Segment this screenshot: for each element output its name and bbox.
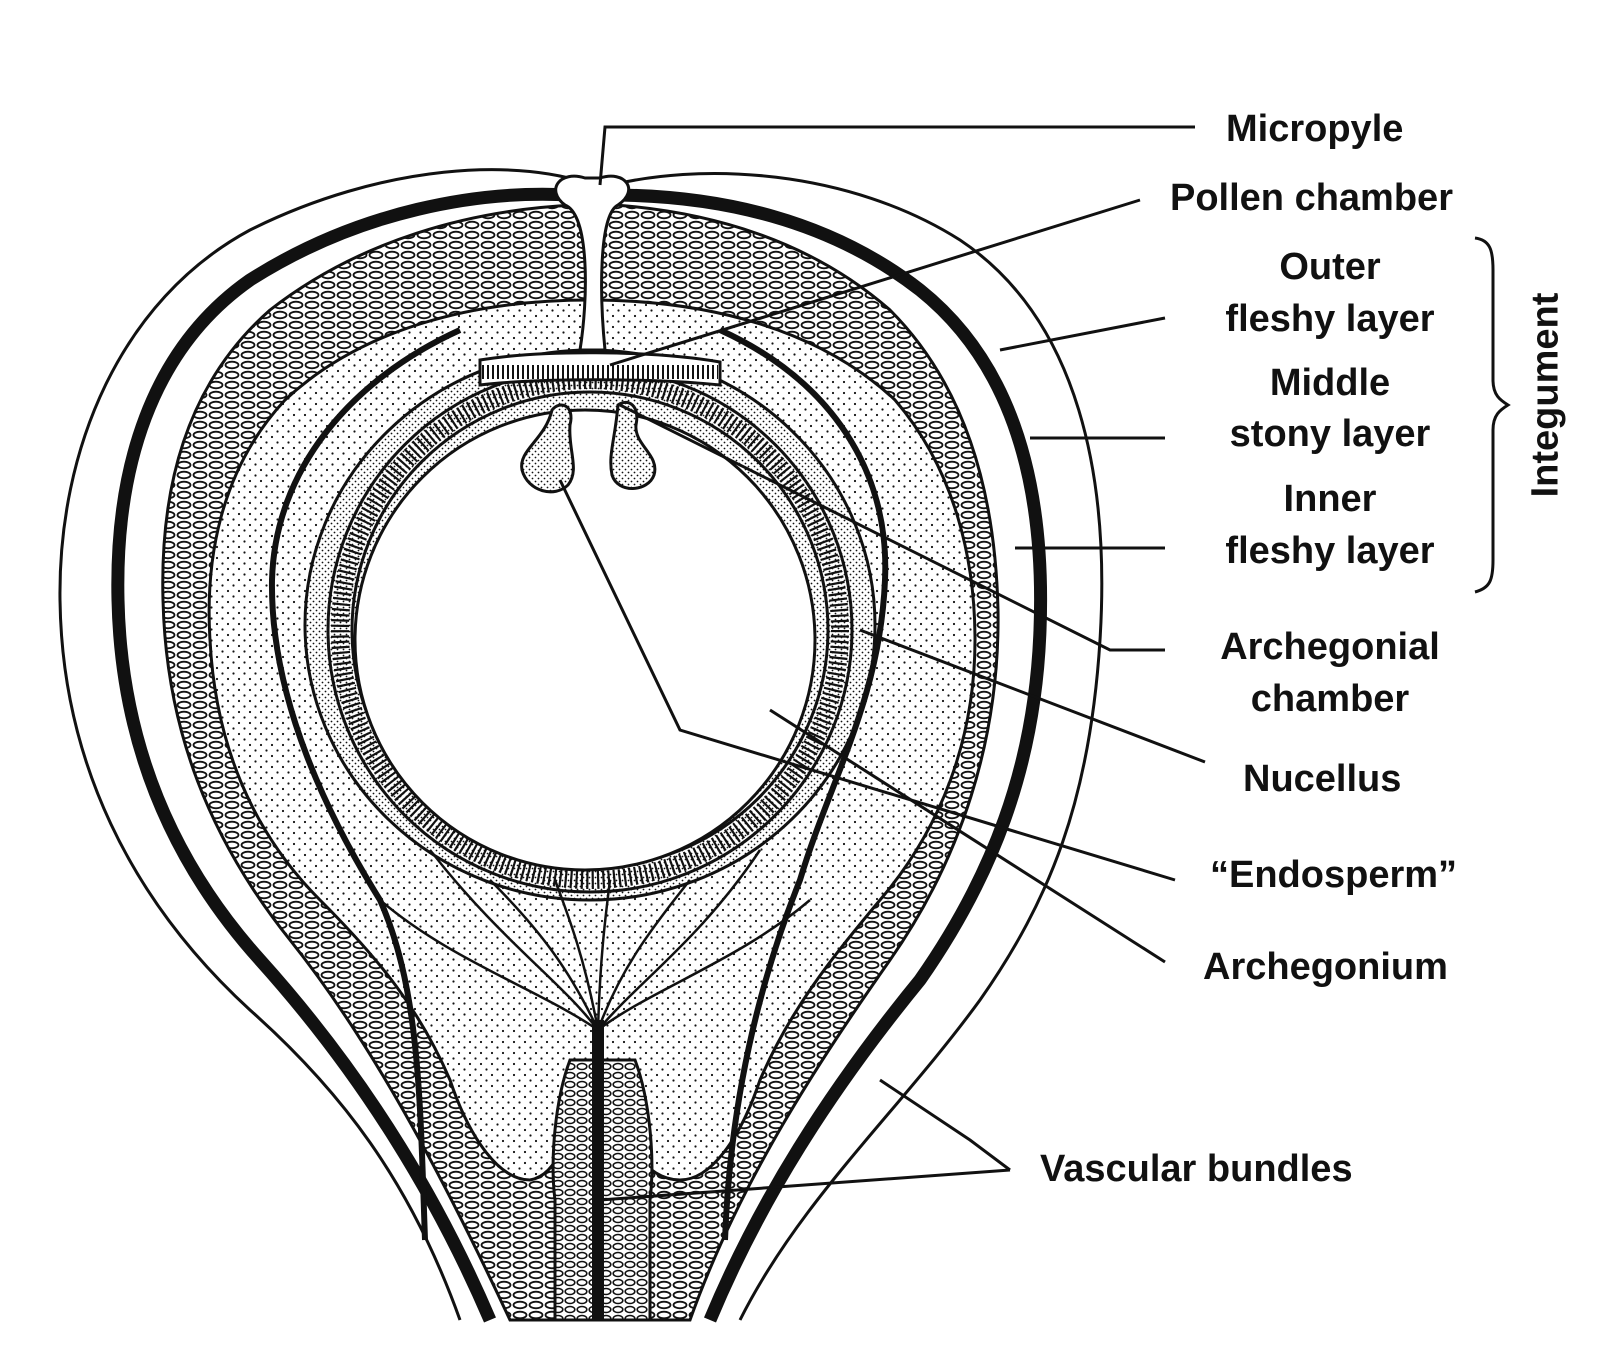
integument-brace <box>1474 236 1511 594</box>
leader-lines <box>558 125 1511 1202</box>
leader-archegonial-chamber <box>619 403 1165 652</box>
label-nucellus: Nucellus <box>1243 758 1402 800</box>
pollen-chamber <box>478 351 722 387</box>
label-pollen-chamber: Pollen chamber <box>1170 177 1453 219</box>
label-vascular-bundles: Vascular bundles <box>1040 1148 1353 1190</box>
leader-outer-fleshy <box>999 316 1166 352</box>
vascular-bundle-left <box>268 327 462 1241</box>
outer-fleshy-layer <box>58 168 1104 1321</box>
label-endosperm: “Endosperm” <box>1210 854 1458 896</box>
label-integument: Integument <box>1524 292 1567 498</box>
leader-vascular-bundles-2 <box>599 1168 1011 1202</box>
vascular-bundle-right <box>718 327 889 1241</box>
archegonium-left <box>520 403 575 494</box>
leader-vascular-bundles <box>879 1078 1011 1172</box>
leader-endosperm <box>558 479 1176 882</box>
archegonial-chamber <box>353 408 817 872</box>
label-inner-fleshy-2: fleshy layer <box>1225 530 1435 572</box>
label-middle-stony-1: Middle <box>1269 362 1391 404</box>
label-archegonial-1: Archegonial <box>1220 626 1440 668</box>
middle-stony-layer <box>111 187 1048 1323</box>
label-outer-fleshy-1: Outer <box>1279 246 1381 288</box>
leader-archegonium <box>769 708 1166 964</box>
micropyle-canal <box>554 174 631 352</box>
label-inner-fleshy-1: Inner <box>1283 478 1377 520</box>
label-outer-fleshy-2: fleshy layer <box>1225 298 1435 340</box>
leader-micropyle <box>598 125 1195 186</box>
label-micropyle: Micropyle <box>1226 108 1404 150</box>
label-archegonial-2: chamber <box>1250 678 1410 720</box>
leader-nucellus <box>859 628 1206 764</box>
label-archegonium: Archegonium <box>1203 946 1448 988</box>
leader-pollen-chamber <box>609 198 1141 367</box>
vascular-branches <box>379 849 811 1032</box>
label-middle-stony-2: stony layer <box>1229 413 1431 455</box>
